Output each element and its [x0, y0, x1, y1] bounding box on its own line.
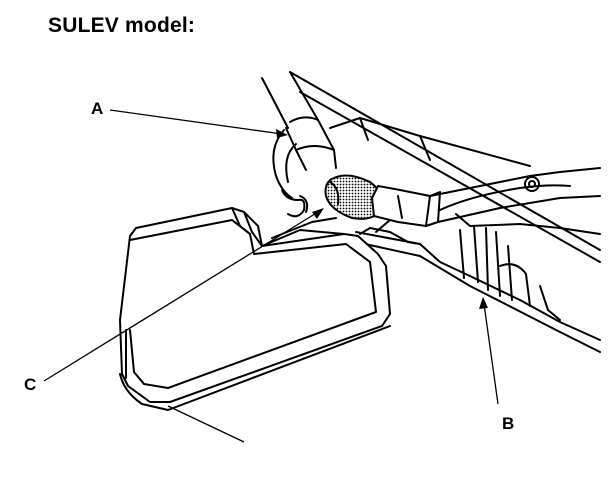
bracket-arm: [429, 167, 601, 235]
figure-title: SULEV model:: [48, 14, 196, 37]
leader-lines: [43, 109, 499, 443]
grommet: [324, 174, 384, 220]
cover-box: [119, 207, 391, 411]
callout-label-a: A: [91, 99, 104, 118]
frame-lines: [289, 71, 601, 263]
lower-bracket: [355, 225, 601, 353]
callout-label-c: C: [24, 375, 37, 394]
callout-label-b: B: [502, 414, 515, 433]
hose: [261, 71, 337, 199]
connector-block: [371, 185, 441, 227]
hose-clip: [281, 189, 309, 218]
